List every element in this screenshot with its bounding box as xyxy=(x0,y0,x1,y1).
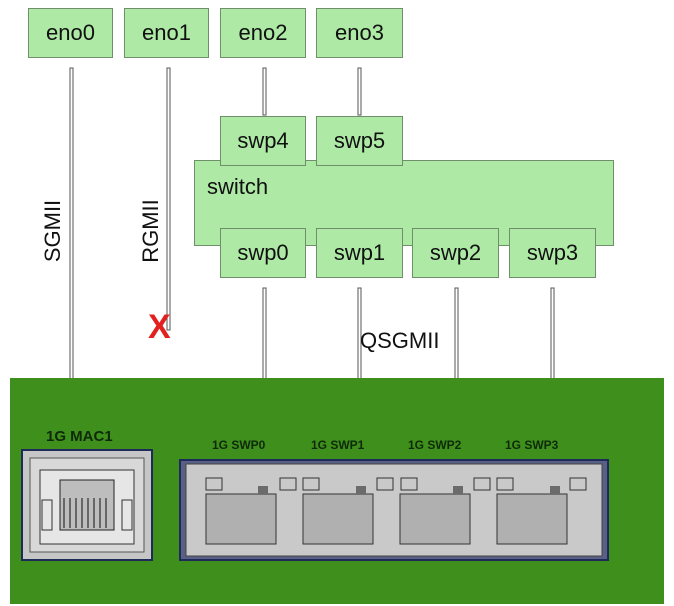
mac-label: 1G MAC1 xyxy=(46,428,113,445)
swp3-port-label: 1G SWP3 xyxy=(505,438,559,452)
port-eno2: eno2 xyxy=(220,8,306,58)
swp1-port-label: 1G SWP1 xyxy=(311,438,365,452)
swp2-port-label: 1G SWP2 xyxy=(408,438,462,452)
eno2-swp4-link xyxy=(262,67,267,116)
port-eno1: eno1 xyxy=(124,8,209,58)
rgmii-link xyxy=(166,67,171,331)
port-swp5: swp5 xyxy=(316,116,403,166)
mac-jack-icon xyxy=(21,449,153,561)
port-eno3: eno3 xyxy=(316,8,403,58)
eno3-swp5-link xyxy=(357,67,362,116)
port-swp3: swp3 xyxy=(509,228,596,278)
switch-label: switch xyxy=(207,174,269,199)
port-swp2: swp2 xyxy=(412,228,499,278)
disconnected-x-icon: X xyxy=(148,308,171,346)
port-swp4: swp4 xyxy=(220,116,306,166)
port-swp0: swp0 xyxy=(220,228,306,278)
port-swp1: swp1 xyxy=(316,228,403,278)
qsgmii-label: QSGMII xyxy=(360,328,440,353)
port-eno0: eno0 xyxy=(28,8,113,58)
quad-jack-icon xyxy=(179,459,609,561)
swp0-port-label: 1G SWP0 xyxy=(212,438,266,452)
